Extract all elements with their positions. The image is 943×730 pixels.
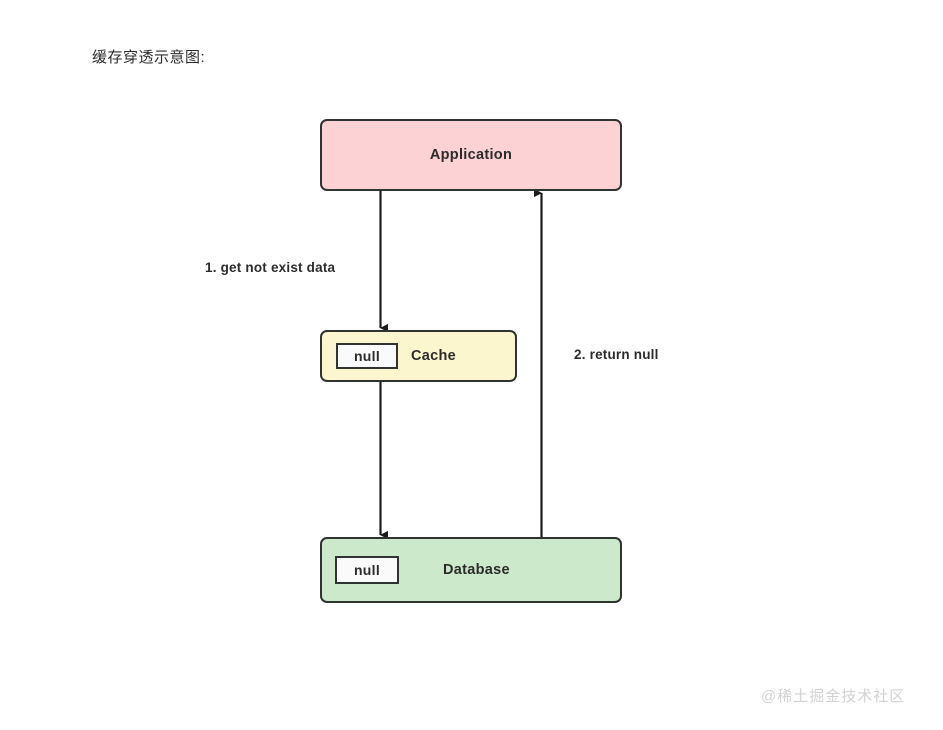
edge-label-get-not-exist-data: 1. get not exist data [205,260,336,275]
node-application-label: Application [429,147,513,163]
watermark: @稀土掘金技术社区 [761,688,906,705]
node-database-label: Database [443,562,510,578]
page-title: 缓存穿透示意图: [92,49,206,66]
node-application[interactable]: Application [320,119,622,191]
node-cache[interactable]: null Cache [320,330,517,382]
node-cache-label: Cache [411,348,457,364]
edge-label-return-null: 2. return null [574,347,659,362]
node-database[interactable]: null Database [320,537,622,603]
cache-null-badge: null [336,343,398,369]
database-null-badge: null [335,556,399,584]
